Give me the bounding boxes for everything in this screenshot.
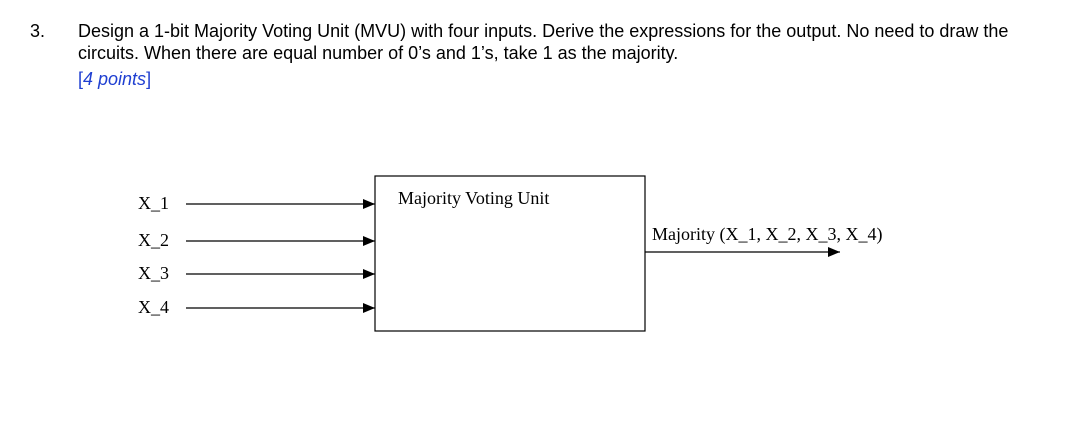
question-text: Design a 1-bit Majority Voting Unit (MVU…: [78, 21, 1009, 63]
points-close-bracket: ]: [146, 69, 152, 89]
question-points: [4 points]: [78, 68, 1040, 90]
question-block: 3. Design a 1-bit Majority Voting Unit (…: [30, 20, 1040, 90]
input-label-x4: X_4: [138, 297, 169, 317]
question-number: 3.: [30, 21, 46, 41]
input-label-x3: X_3: [138, 263, 169, 283]
mvu-box: [374, 175, 646, 332]
points-value: 4 points: [83, 69, 147, 89]
input-label-x2: X_2: [138, 230, 169, 250]
mvu-box-label: Majority Voting Unit: [398, 188, 549, 208]
output-label: Majority (X_1, X_2, X_3, X_4): [652, 224, 882, 245]
points-open-bracket: [: [78, 69, 84, 89]
input-label-x1: X_1: [138, 193, 169, 213]
